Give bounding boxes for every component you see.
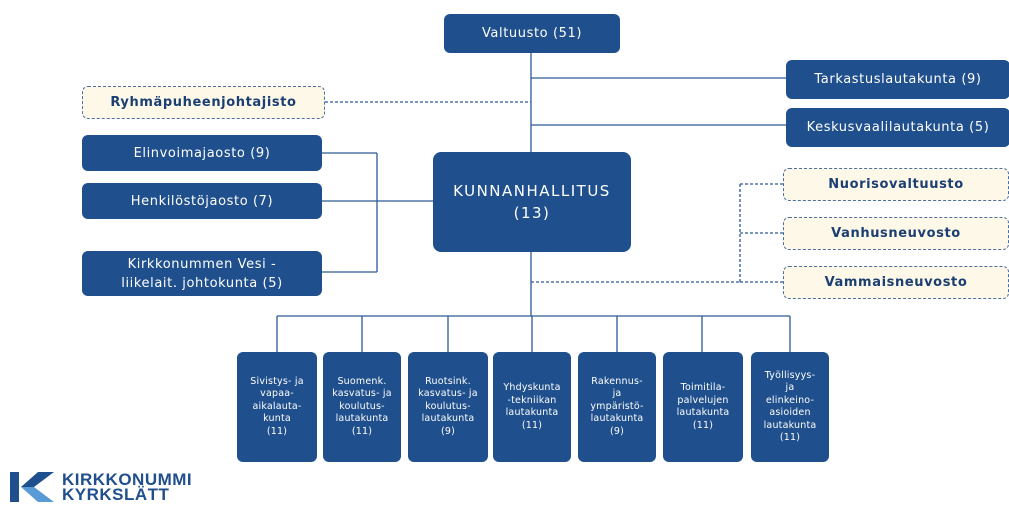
committee-box: Työllisyys- ja elinkeino- asioiden lauta… [751, 352, 829, 462]
committee-label: Yhdyskunta -tekniikan lautakunta (11) [503, 382, 561, 431]
advisory-council-label: Nuorisovaltuusto [828, 177, 964, 192]
kirkkonummi-logo: KIRKKONUMMI KYRKSLÄTT [8, 470, 228, 504]
committee-label: Sivistys- ja vapaa- aikalauta- kunta (11… [250, 375, 304, 437]
sub-committee-label: Elinvoimajaosto (9) [133, 145, 271, 161]
kirkkonummi-crest-icon [10, 472, 54, 502]
advisory-council-box: Vammaisneuvosto [783, 266, 1009, 299]
committee-label: Toimitila- palvelujen lautakunta (11) [676, 382, 730, 431]
group-chairs-label: Ryhmäpuheenjohtajisto [110, 95, 297, 110]
council-box: Valtuusto (51) [444, 14, 620, 53]
sub-committee-box: Henkilöstöjaosto (7) [82, 183, 322, 219]
central-election-board-label: Keskusvaalilautakunta (5) [806, 120, 990, 135]
committee-box: Yhdyskunta -tekniikan lautakunta (11) [493, 352, 571, 462]
advisory-council-box: Nuorisovaltuusto [783, 168, 1009, 201]
logo-line1: KIRKKONUMMI [62, 470, 193, 489]
sub-committee-label: Kirkkonummen Vesi - liikelait. johtokunt… [121, 256, 283, 291]
council-label: Valtuusto (51) [481, 26, 583, 41]
committee-box: Ruotsink. kasvatus- ja koulutus- lautaku… [408, 352, 488, 462]
sub-committee-box: Elinvoimajaosto (9) [82, 135, 322, 171]
committee-label: Ruotsink. kasvatus- ja koulutus- lautaku… [418, 375, 478, 437]
advisory-council-label: Vanhusneuvosto [831, 226, 961, 241]
committee-label: Rakennus- ja ympäristö- lautakunta (9) [590, 375, 644, 437]
central-election-board-box: Keskusvaalilautakunta (5) [786, 108, 1009, 147]
committee-box: Sivistys- ja vapaa- aikalauta- kunta (11… [237, 352, 317, 462]
sub-committee-box: Kirkkonummen Vesi - liikelait. johtokunt… [82, 251, 322, 296]
committee-label: Suomenk. kasvatus- ja koulutus- lautakun… [332, 375, 392, 437]
municipal-board-label: KUNNANHALLITUS (13) [453, 182, 611, 222]
municipal-board-box: KUNNANHALLITUS (13) [433, 152, 631, 252]
committee-box: Toimitila- palvelujen lautakunta (11) [663, 352, 743, 462]
group-chairs-box: Ryhmäpuheenjohtajisto [82, 86, 325, 119]
audit-board-label: Tarkastuslautakunta (9) [814, 72, 982, 87]
advisory-council-label: Vammaisneuvosto [824, 275, 968, 290]
committee-label: Työllisyys- ja elinkeino- asioiden lauta… [763, 369, 817, 444]
sub-committee-label: Henkilöstöjaosto (7) [130, 193, 274, 209]
committee-box: Suomenk. kasvatus- ja koulutus- lautakun… [323, 352, 401, 462]
audit-board-box: Tarkastuslautakunta (9) [786, 60, 1009, 99]
committee-box: Rakennus- ja ympäristö- lautakunta (9) [578, 352, 656, 462]
logo-line2: KYRKSLÄTT [62, 485, 170, 504]
advisory-council-box: Vanhusneuvosto [783, 217, 1009, 250]
